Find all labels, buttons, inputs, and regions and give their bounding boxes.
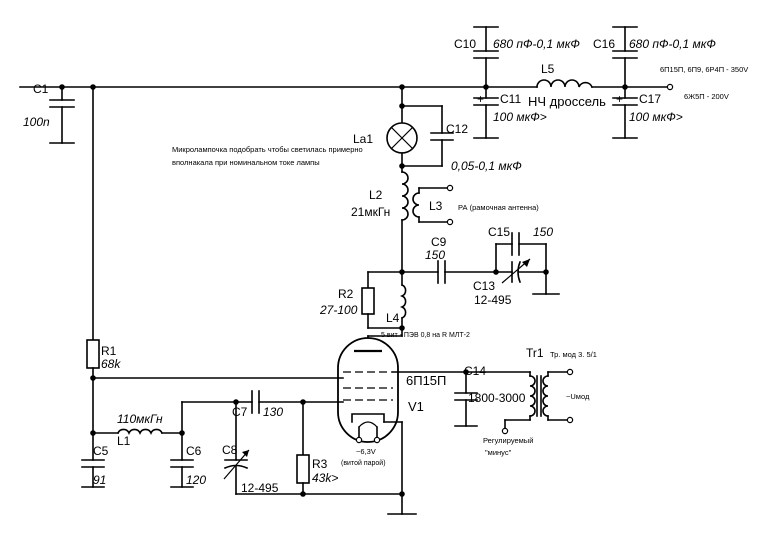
- cathode-ground: [383, 421, 417, 515]
- la1-label: La1: [353, 132, 373, 146]
- inductor-l4: L4 5 вит - ПЭВ 0,8 на R МЛТ-2: [381, 271, 470, 339]
- resistor-r1: R1 68k: [86, 86, 121, 434]
- l4-label: L4: [386, 311, 400, 325]
- resistor-r3: R3 43k>: [296, 401, 338, 495]
- c15-value: 150: [533, 225, 553, 239]
- lamp-la1: La1 Микролампочка подобрать чтобы светил…: [172, 86, 418, 173]
- supply-note-2: 6Ж5П - 200V: [684, 92, 729, 101]
- c16-value: 680 пФ-0,1 мкФ: [629, 37, 716, 51]
- l2-value: 21мкГн: [351, 205, 390, 219]
- capacitor-c7: C7 130: [181, 390, 344, 434]
- capacitor-c1: C1 100n: [23, 82, 75, 144]
- c14-label: C14: [464, 364, 486, 378]
- l3-note: РА (рамочная антенна): [458, 203, 539, 212]
- l1-value: 110мкГн: [117, 412, 163, 426]
- c8-value: 12-495: [241, 481, 279, 495]
- r2-label: R2: [338, 287, 354, 301]
- resistor-r2: R2 27-100: [319, 271, 403, 329]
- l5-value: НЧ дроссель: [528, 94, 606, 109]
- tube-type-label: 6П15П: [406, 373, 446, 388]
- c17-value: 100 мкФ>: [629, 110, 683, 124]
- r3-label: R3: [312, 457, 328, 471]
- ground-bus: [235, 491, 405, 497]
- r1-value: 68k: [101, 357, 121, 371]
- c13-label: C13: [473, 279, 495, 293]
- tube-label: V1: [408, 399, 424, 414]
- supply-note-1: 6П15П, 6П9, 6Р4П - 350V: [660, 65, 748, 74]
- heater-label-2: (витой парой): [341, 459, 386, 467]
- variable-capacitor-c8: C8 12-495: [222, 401, 279, 495]
- c17-label: C17: [639, 92, 661, 106]
- capacitor-c5: C5 91: [81, 432, 109, 488]
- minus-note-1: Регулируемый: [483, 436, 533, 445]
- c1-label: C1: [33, 82, 49, 96]
- loop-antenna-l3: L3 РА (рамочная антенна): [412, 184, 539, 226]
- c11-value: 100 мкФ>: [493, 110, 547, 124]
- c6-value: 120: [186, 473, 206, 487]
- c8-label: C8: [222, 443, 238, 457]
- capacitor-c6: C6 120: [170, 432, 206, 488]
- l3-label: L3: [429, 199, 443, 213]
- capacitor-c10: C10 680 пФ-0,1 мкФ: [454, 26, 580, 88]
- c7-label: C7: [232, 405, 248, 419]
- capacitor-c16: C16 680 пФ-0,1 мкФ: [593, 26, 716, 88]
- heater-label-1: ~6,3V: [356, 447, 376, 456]
- svg-text:+: +: [477, 92, 484, 106]
- r2-value: 27-100: [319, 303, 358, 317]
- r3-value: 43k>: [312, 471, 338, 485]
- inductor-l2: L2 21мкГн: [351, 171, 409, 273]
- la1-note-1: Микролампочка подобрать чтобы светилась …: [172, 145, 363, 154]
- heater-supply: ~6,3V (витой парой): [341, 426, 386, 467]
- c12-value: 0,05-0,1 мкФ: [451, 159, 522, 173]
- capacitor-c14: C14 1800-3000: [454, 364, 526, 427]
- c6-label: C6: [186, 444, 202, 458]
- la1-note-2: вполнакала при номинальном токе лампы: [172, 158, 320, 167]
- c10-label: C10: [454, 37, 476, 51]
- tr1-note: Тр. мод 3. 5/1: [550, 350, 597, 359]
- c7-value: 130: [263, 405, 283, 419]
- capacitor-c15: C15 150: [488, 225, 553, 273]
- c16-label: C16: [593, 37, 615, 51]
- c11-label: C11: [500, 92, 521, 106]
- l1-label: L1: [117, 434, 131, 448]
- screen-grid-wiring: [392, 369, 531, 375]
- capacitor-c9: C9 150: [401, 235, 497, 284]
- capacitor-c11: + C11 100 мкФ>: [473, 86, 547, 139]
- tr1-label: Tr1: [526, 346, 544, 360]
- l4-note: 5 вит - ПЭВ 0,8 на R МЛТ-2: [381, 332, 470, 339]
- transformer-tr1: Tr1 Тр. мод 3. 5/1 ~Uмод Регулируемый "м…: [483, 346, 597, 457]
- c13-value: 12-495: [474, 293, 512, 307]
- tube-v1: 6П15П V1: [337, 327, 446, 443]
- r1-label: R1: [101, 344, 117, 358]
- c1-value: 100n: [23, 115, 50, 129]
- umod-label: ~Uмод: [566, 392, 590, 401]
- capacitor-c17: + C17 100 мкФ>: [612, 86, 683, 139]
- c10-value: 680 пФ-0,1 мкФ: [493, 37, 580, 51]
- c5-label: C5: [93, 444, 109, 458]
- inductor-l1: 110мкГн L1: [90, 412, 185, 448]
- inductor-l5: L5 НЧ дроссель: [528, 62, 606, 109]
- l5-label: L5: [541, 62, 555, 76]
- l2-label: L2: [369, 188, 383, 202]
- c14-value: 1800-3000: [468, 391, 526, 405]
- svg-text:+: +: [616, 92, 623, 106]
- ground-c13: [532, 271, 560, 295]
- c9-label: C9: [431, 235, 447, 249]
- supply-rail: [19, 83, 674, 91]
- c9-value: 150: [425, 248, 445, 262]
- capacitor-c12: C12 0,05-0,1 мкФ: [401, 105, 522, 173]
- minus-note-2: "минус": [485, 448, 512, 457]
- c5-value: 91: [93, 473, 106, 487]
- variable-capacitor-c13: C13 12-495: [473, 258, 547, 307]
- c15-label: C15: [488, 225, 510, 239]
- c12-label: C12: [446, 122, 468, 136]
